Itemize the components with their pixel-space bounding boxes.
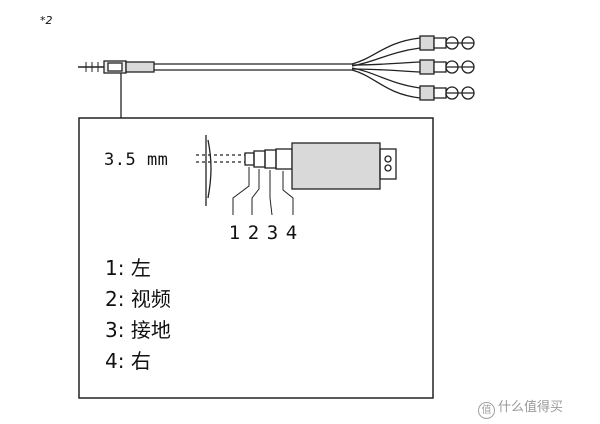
rca-plug-middle xyxy=(419,59,475,75)
legend-number: 3: xyxy=(105,318,125,342)
note-mark: *2 xyxy=(40,14,53,27)
pin-legend: 1: 左 2: 视频 3: 接地 4: 右 xyxy=(105,253,171,377)
legend-label: 右 xyxy=(130,349,151,373)
rca-plug-top xyxy=(419,35,475,51)
pin-leaders xyxy=(232,167,294,216)
pin-number-3: 3 xyxy=(266,222,279,244)
plug-detail xyxy=(196,135,397,216)
pin-number-4: 4 xyxy=(285,222,298,244)
legend-row-1: 1: 左 xyxy=(105,253,171,284)
legend-row-3: 3: 接地 xyxy=(105,315,171,346)
watermark: 值什么值得买 xyxy=(478,396,563,419)
pin-number-2: 2 xyxy=(247,222,260,244)
legend-row-4: 4: 右 xyxy=(105,346,171,377)
mini-plug-tip xyxy=(78,60,155,74)
legend-number: 4: xyxy=(105,349,125,373)
plug-size-label: 3.5 mm xyxy=(104,150,169,170)
plug-housing xyxy=(291,142,381,190)
watermark-text: 什么值得买 xyxy=(498,400,564,415)
cable-split xyxy=(351,37,421,99)
legend-label: 视频 xyxy=(130,287,171,311)
legend-label: 左 xyxy=(130,256,151,280)
rca-plug-bottom xyxy=(419,85,475,101)
legend-number: 2: xyxy=(105,287,125,311)
cable-exit xyxy=(379,148,397,180)
pin-number-1: 1 xyxy=(228,222,241,244)
legend-label: 接地 xyxy=(130,318,171,342)
watermark-logo-icon: 值 xyxy=(478,402,495,419)
jack-outline xyxy=(205,135,212,206)
cable-overview xyxy=(78,35,475,118)
legend-number: 1: xyxy=(105,256,125,280)
cable-body xyxy=(154,63,352,71)
legend-row-2: 2: 视频 xyxy=(105,284,171,315)
